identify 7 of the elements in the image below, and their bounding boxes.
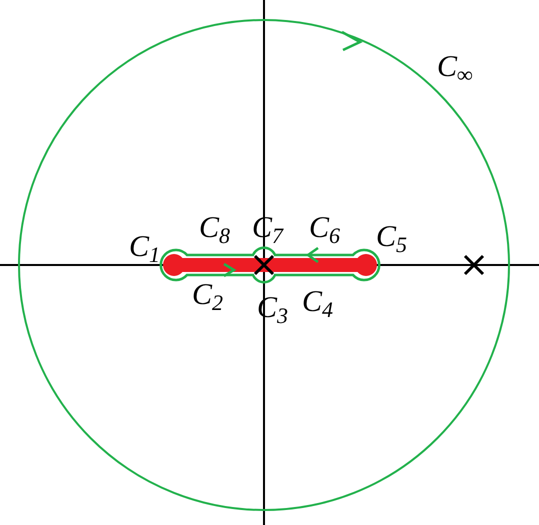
contour-label: C$_{1}$	[129, 232, 160, 262]
contour-label: C$_{2}$	[192, 280, 224, 310]
contour-label: C$_{6}$	[309, 213, 340, 243]
contour-label: C$_{8}$	[199, 213, 230, 243]
contour-label: C$_{4}$	[302, 287, 334, 317]
contour-label: C$_{∞}$	[437, 52, 473, 82]
contour-label: C$_{5}$	[376, 222, 408, 252]
